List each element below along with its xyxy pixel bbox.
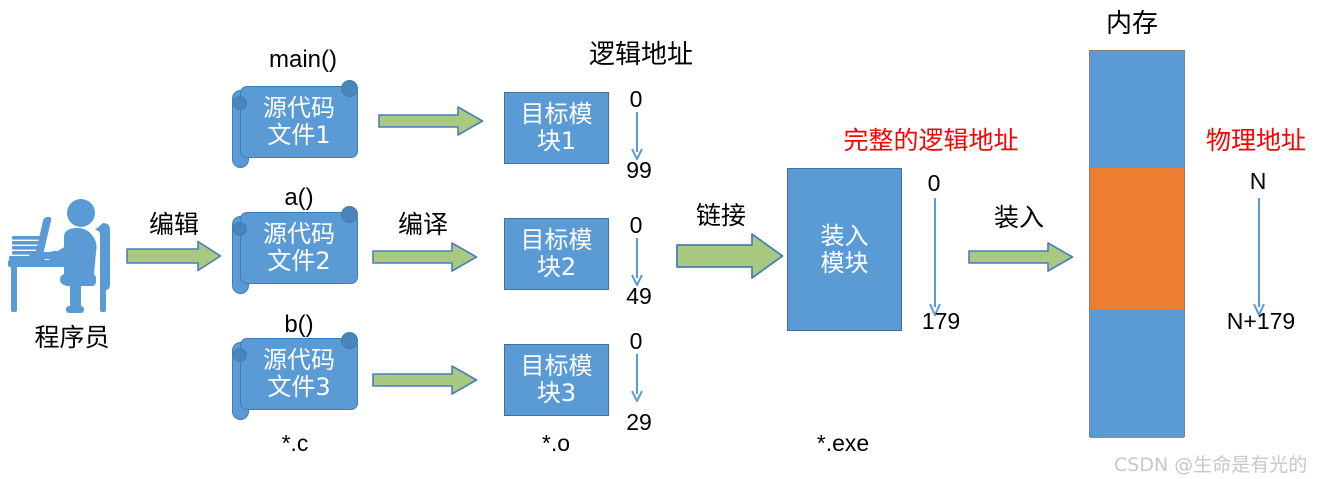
- source-file-2-function: a(): [284, 184, 314, 211]
- object-module-2-addr-end: 49: [626, 283, 652, 309]
- stage-label-link: 链接: [695, 201, 747, 230]
- load-module[interactable]: 装入 模块: [787, 168, 902, 331]
- arrow-right-icon: [126, 240, 222, 272]
- object-module-1-addr-start: 0: [629, 86, 643, 112]
- arrow-right-icon: [676, 233, 784, 279]
- source-file-2-line1: 源代码: [263, 220, 335, 249]
- object-module-2-addr-arrow: [628, 238, 646, 286]
- full-logical-address-label: 完整的逻辑地址: [843, 126, 1019, 155]
- load-module-line1: 装入: [820, 221, 869, 250]
- stage-label-load: 装入: [993, 203, 1045, 232]
- object-module-1-line1: 目标模: [520, 100, 593, 129]
- load-module-addr-end: 179: [921, 308, 961, 334]
- object-file-extension: *.o: [541, 430, 571, 456]
- object-module-2-addr-start: 0: [629, 212, 643, 238]
- source-file-1[interactable]: 源代码 文件1: [232, 80, 358, 168]
- logical-address-title: 逻辑地址: [588, 40, 694, 70]
- physical-address-arrow: [1250, 198, 1268, 316]
- arrow-down-icon: [1253, 198, 1265, 316]
- edit-arrow: [126, 240, 222, 272]
- scroll-knob-bottom-left: [233, 348, 247, 362]
- arrow-right-icon: [372, 365, 478, 395]
- load-arrow: [968, 240, 1074, 274]
- physical-address-start: N: [1249, 168, 1267, 194]
- arrow-down-icon: [631, 238, 643, 286]
- object-module-2-line2: 块2: [536, 253, 577, 281]
- object-module-2[interactable]: 目标模 块2: [504, 218, 609, 290]
- scroll-knob-top-right: [341, 80, 358, 97]
- programmer-icon: [8, 199, 110, 313]
- source-file-2-line2: 文件2: [267, 247, 331, 275]
- arrow-right-icon: [968, 242, 1074, 272]
- csdn-watermark: CSDN @生命是有光的: [1114, 454, 1308, 476]
- load-module-line2: 模块: [820, 248, 869, 277]
- object-module-3-line1: 目标模: [520, 352, 593, 381]
- scroll-knob-top-right: [341, 206, 358, 223]
- object-module-3-addr-start: 0: [629, 328, 643, 354]
- source-file-3-line1: 源代码: [263, 346, 335, 375]
- scroll-body: [240, 338, 358, 410]
- arrow-down-icon: [631, 354, 643, 402]
- scroll-knob-top-right: [341, 332, 358, 349]
- scroll-knob-bottom-left: [233, 222, 247, 236]
- source-file-3-text: 源代码 文件3: [240, 338, 358, 410]
- source-file-2-text: 源代码 文件2: [240, 212, 358, 284]
- stage-label-edit: 编辑: [148, 210, 200, 239]
- source-file-1-function: main(): [268, 46, 338, 73]
- compile-arrow-1: [378, 104, 484, 138]
- object-module-1-addr-arrow: [628, 112, 646, 160]
- object-module-3-addr-arrow: [628, 354, 646, 402]
- memory-segment-loaded-module: [1090, 168, 1184, 309]
- compile-arrow-3: [372, 363, 478, 397]
- object-module-3[interactable]: 目标模 块3: [504, 344, 609, 416]
- object-module-2-line1: 目标模: [520, 226, 593, 255]
- memory-segment-free-upper: [1090, 51, 1184, 168]
- link-arrow: [676, 232, 784, 280]
- arrow-down-icon: [631, 112, 643, 160]
- object-module-1-addr-end: 99: [626, 157, 652, 183]
- memory-column[interactable]: [1089, 50, 1185, 438]
- executable-extension: *.exe: [816, 430, 870, 456]
- source-file-1-text: 源代码 文件1: [240, 86, 358, 158]
- object-module-1[interactable]: 目标模 块1: [504, 92, 609, 164]
- object-module-3-addr-end: 29: [626, 409, 652, 435]
- scroll-body: [240, 212, 358, 284]
- arrow-right-icon: [378, 106, 484, 136]
- scroll-knob-bottom-left: [233, 96, 247, 110]
- object-module-3-line2: 块3: [536, 379, 577, 407]
- load-module-addr-arrow: [926, 198, 944, 316]
- physical-address-label: 物理地址: [1205, 126, 1307, 155]
- programmer-label: 程序员: [34, 323, 110, 352]
- source-file-3-line2: 文件3: [267, 373, 331, 401]
- source-file-3-function: b(): [284, 311, 314, 338]
- object-module-1-line2: 块1: [536, 127, 577, 155]
- source-file-1-line2: 文件1: [267, 121, 331, 149]
- arrow-right-icon: [372, 242, 478, 272]
- scroll-body: [240, 86, 358, 158]
- source-file-extension: *.c: [281, 430, 309, 456]
- source-file-1-line1: 源代码: [263, 94, 335, 123]
- source-file-2[interactable]: 源代码 文件2: [232, 206, 358, 294]
- stage-label-compile: 编译: [397, 210, 449, 239]
- memory-segment-free-lower: [1090, 309, 1184, 438]
- load-module-addr-start: 0: [927, 170, 941, 196]
- memory-title: 内存: [1105, 9, 1159, 39]
- physical-address-end: N+179: [1226, 308, 1296, 334]
- arrow-down-icon: [929, 198, 941, 316]
- programmer-illustration: [8, 196, 133, 314]
- source-file-3[interactable]: 源代码 文件3: [232, 332, 358, 420]
- compile-arrow-2: [372, 240, 478, 274]
